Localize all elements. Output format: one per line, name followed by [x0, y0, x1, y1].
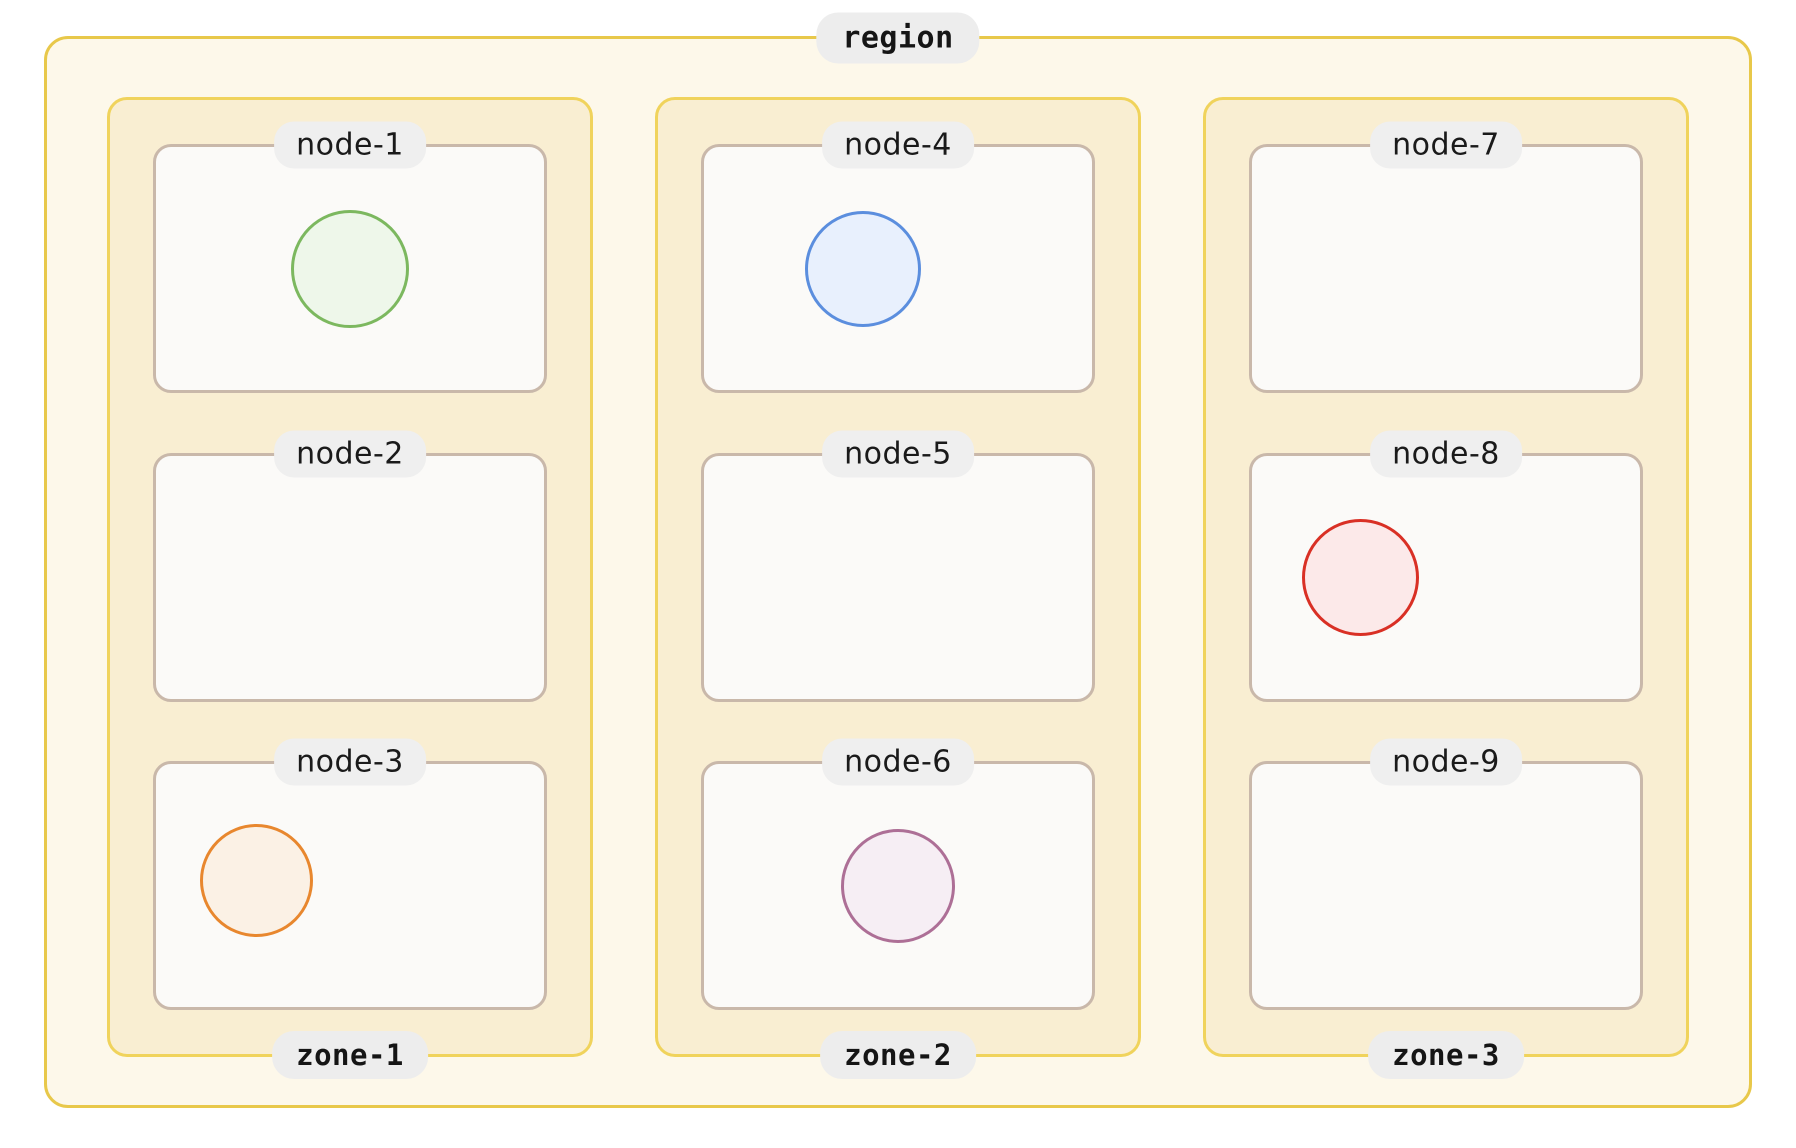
node-label-7: node-7 [1370, 121, 1522, 169]
node-label-2: node-2 [274, 430, 426, 477]
node-circle-6 [841, 828, 955, 943]
zone-label-2: zone-2 [820, 1031, 976, 1079]
zone-row: zone-1 node-1 node-2 node-3 zone-2 [107, 97, 1689, 1079]
zone-container-2[interactable]: zone-2 node-4 node-5 node-6 [655, 97, 1141, 1079]
node-label-9: node-9 [1370, 738, 1522, 786]
node-stack-2: node-4 node-5 node-6 [658, 121, 1138, 1010]
zone-label-1: zone-1 [272, 1031, 428, 1079]
node-stack-3: node-7 node-8 node-9 [1206, 121, 1686, 1010]
zone-label-3: zone-3 [1368, 1031, 1524, 1079]
node-label-3: node-3 [274, 738, 426, 786]
node-stack-1: node-1 node-2 node-3 [110, 121, 590, 1010]
region-container: region zone-1 node-1 node-2 node-3 [44, 12, 1752, 1108]
region-label: region [816, 12, 980, 64]
node-box-4[interactable]: node-4 [701, 121, 1095, 393]
node-label-4: node-4 [822, 121, 974, 169]
node-box-8[interactable]: node-8 [1249, 430, 1643, 702]
node-circle-3 [200, 824, 314, 938]
node-box-3[interactable]: node-3 [153, 738, 547, 1010]
node-box-6[interactable]: node-6 [701, 738, 1095, 1010]
node-label-1: node-1 [274, 121, 426, 169]
node-box-7[interactable]: node-7 [1249, 121, 1643, 393]
node-circle-1 [291, 209, 409, 328]
node-circle-4 [805, 210, 922, 327]
zone-container-1[interactable]: zone-1 node-1 node-2 node-3 [107, 97, 593, 1079]
node-label-8: node-8 [1370, 430, 1522, 477]
node-box-1[interactable]: node-1 [153, 121, 547, 393]
node-box-9[interactable]: node-9 [1249, 738, 1643, 1010]
node-label-5: node-5 [822, 430, 974, 477]
node-label-6: node-6 [822, 738, 974, 786]
node-circle-8 [1302, 518, 1420, 636]
node-box-2[interactable]: node-2 [153, 430, 547, 702]
zone-container-3[interactable]: zone-3 node-7 node-8 node-9 [1203, 97, 1689, 1079]
node-box-5[interactable]: node-5 [701, 430, 1095, 702]
